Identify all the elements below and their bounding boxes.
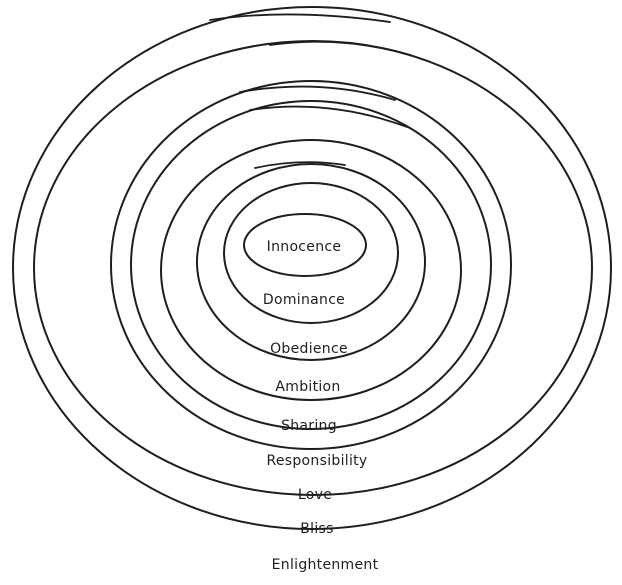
label-responsibility: Responsibility — [266, 453, 367, 469]
label-sharing: Sharing — [281, 418, 337, 434]
label-ambition: Ambition — [275, 379, 340, 395]
label-love: Love — [298, 487, 332, 503]
label-bliss: Bliss — [300, 521, 333, 537]
ring-love — [33, 40, 593, 496]
ring-ambition — [160, 139, 462, 401]
ring-obedience — [196, 161, 426, 361]
labels: Innocence Dominance Obedience Ambition S… — [263, 239, 379, 573]
label-obedience: Obedience — [270, 341, 348, 357]
ring-dominance — [223, 182, 399, 324]
ring-bliss — [12, 6, 612, 530]
rings — [12, 6, 612, 530]
ring-innocence — [243, 213, 367, 277]
label-dominance: Dominance — [263, 292, 345, 308]
ring-responsibility — [110, 80, 512, 450]
label-enlightenment: Enlightenment — [272, 557, 379, 573]
label-innocence: Innocence — [267, 239, 342, 255]
ring-sharing — [130, 100, 492, 430]
